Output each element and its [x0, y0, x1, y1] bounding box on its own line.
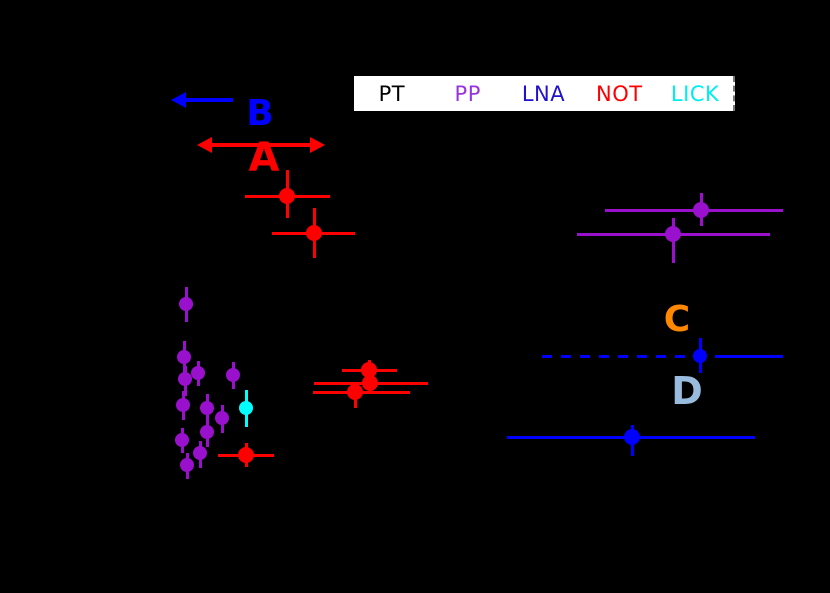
- pp-data-point: [177, 350, 191, 364]
- range-arrow-a-right-arrowhead-icon: [310, 137, 325, 153]
- legend-item-pt: PT: [378, 81, 406, 106]
- pp-data-point: [226, 368, 240, 382]
- lna-data-point: [693, 349, 707, 363]
- annotation-label-c: C: [663, 299, 691, 340]
- lna-xerr-bar-dashed: [542, 354, 690, 358]
- not-data-point: [361, 362, 377, 378]
- pp-data-point: [179, 297, 193, 311]
- annotation-label-b: B: [246, 93, 274, 134]
- pp-data-point: [200, 425, 214, 439]
- upper-limit-arrow-b-left-arrowhead-icon: [171, 92, 186, 108]
- lna-xerr-bar: [715, 354, 783, 358]
- pp-data-point: [180, 458, 194, 472]
- legend-item-pp: PP: [454, 81, 481, 106]
- pp-data-point: [215, 411, 229, 425]
- pp-data-point: [693, 202, 709, 218]
- lick-data-point: [239, 401, 253, 415]
- legend: PT PP LNA NOT LICK: [354, 76, 735, 111]
- pp-data-point: [191, 366, 205, 380]
- range-arrow-a-left-arrowhead-icon: [197, 137, 212, 153]
- annotation-label-a: A: [248, 135, 280, 181]
- pp-data-point: [175, 433, 189, 447]
- not-data-point: [306, 225, 322, 241]
- legend-item-lna: LNA: [521, 81, 566, 106]
- not-data-point: [238, 447, 254, 463]
- not-data-point: [279, 188, 295, 204]
- pp-data-point: [200, 401, 214, 415]
- range-arrow-a-line: [208, 143, 314, 147]
- lna-data-point: [624, 429, 640, 445]
- not-data-point: [347, 384, 363, 400]
- not-data-point: [362, 375, 378, 391]
- annotation-label-d: D: [671, 369, 703, 413]
- legend-item-lick: LICK: [670, 81, 720, 106]
- legend-item-not: NOT: [596, 81, 643, 106]
- pp-data-point: [178, 372, 192, 386]
- upper-limit-arrow-b-line: [182, 98, 233, 102]
- pp-data-point: [665, 226, 681, 242]
- pp-data-point: [176, 398, 190, 412]
- pp-data-point: [193, 446, 207, 460]
